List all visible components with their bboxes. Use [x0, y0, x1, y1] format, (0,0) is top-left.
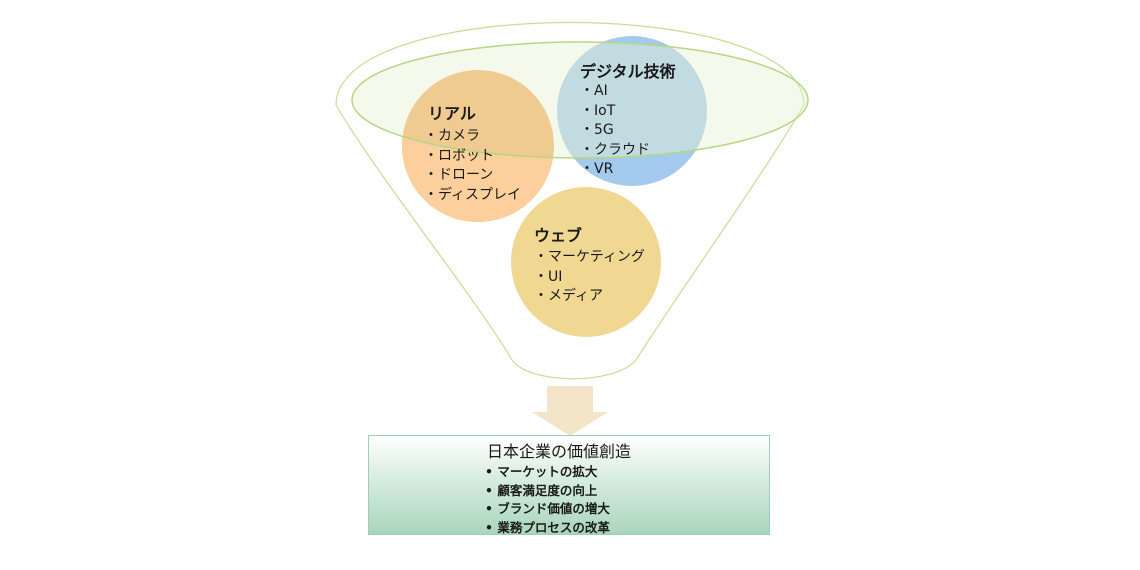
- web-item: ・UI: [534, 268, 563, 285]
- down-arrow: [532, 386, 608, 436]
- real-item: ・ロボット: [424, 147, 494, 164]
- funnel-outline: [335, 22, 805, 380]
- real-item: ・カメラ: [424, 128, 480, 144]
- result-box: 日本企業の価値創造 マーケットの拡大 顧客満足度の向上 ブランド価値の増大 業務…: [368, 435, 770, 535]
- real-item: ・ドローン: [424, 167, 494, 183]
- digital-item: ・IoT: [580, 102, 616, 119]
- real-title: リアル: [428, 104, 476, 123]
- result-item: 顧客満足度の向上: [485, 482, 610, 501]
- real-group: リアル ・カメラ ・ロボット ・ドローン ・ディスプレイ: [424, 104, 521, 205]
- web-title: ウェブ: [534, 226, 583, 245]
- digital-item: ・AI: [580, 83, 608, 99]
- circle-digital: [557, 36, 707, 186]
- inner-ring: [351, 41, 809, 159]
- web-item: ・マーケティング: [534, 249, 645, 265]
- web-group: ウェブ ・マーケティング ・UI ・メディア: [534, 226, 645, 307]
- result-item: ブランド価値の増大: [485, 500, 610, 519]
- result-item: 業務プロセスの改革: [485, 519, 610, 538]
- digital-item: ・VR: [580, 161, 614, 177]
- web-item: ・メディア: [534, 288, 604, 304]
- result-list: マーケットの拡大 顧客満足度の向上 ブランド価値の増大 業務プロセスの改革: [485, 463, 610, 537]
- digital-title: デジタル技術: [580, 62, 676, 81]
- circle-web: [511, 187, 661, 337]
- result-item: マーケットの拡大: [485, 463, 610, 482]
- digital-item: ・5G: [580, 122, 614, 138]
- real-item: ・ディスプレイ: [424, 186, 522, 203]
- result-title: 日本企業の価値創造: [487, 442, 632, 461]
- digital-item: ・クラウド: [580, 141, 650, 158]
- digital-group: デジタル技術 ・AI ・IoT ・5G ・クラウド ・VR: [580, 62, 676, 180]
